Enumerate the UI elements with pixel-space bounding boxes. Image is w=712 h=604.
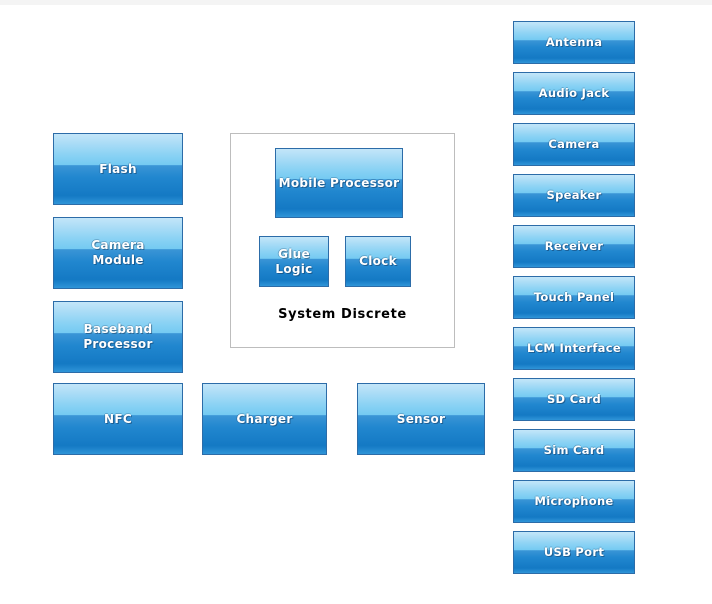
top-edge-strip [0, 0, 712, 5]
block-label: Clock [359, 254, 397, 268]
block-label: Camera Module [91, 238, 145, 267]
block-label: Mobile Processor [278, 175, 400, 190]
block-label: Speaker [546, 188, 602, 202]
block-label: LCM Interface [527, 341, 621, 355]
block-mobile-processor[interactable]: Mobile Processor [275, 148, 403, 218]
block-sensor[interactable]: Sensor [357, 383, 485, 455]
block-label: Baseband Processor [83, 322, 153, 351]
block-clock[interactable]: Clock [345, 236, 411, 287]
block-label: Receiver [544, 239, 604, 253]
block-label: Microphone [534, 494, 614, 508]
rail-block-antenna[interactable]: Antenna [513, 21, 635, 64]
block-flash[interactable]: Flash [53, 133, 183, 205]
rail-block-touch-panel[interactable]: Touch Panel [513, 276, 635, 319]
block-label: Glue Logic [275, 246, 313, 276]
system-discrete-title: System Discrete [278, 307, 407, 322]
block-label: Antenna [545, 35, 603, 49]
rail-block-speaker[interactable]: Speaker [513, 174, 635, 217]
block-label: Charger [236, 411, 293, 426]
block-nfc[interactable]: NFC [53, 383, 183, 455]
rail-block-usb-port[interactable]: USB Port [513, 531, 635, 574]
block-label: Camera [548, 137, 600, 151]
block-label: Flash [99, 161, 137, 176]
rail-block-receiver[interactable]: Receiver [513, 225, 635, 268]
block-label: Sim Card [543, 443, 605, 457]
rail-block-microphone[interactable]: Microphone [513, 480, 635, 523]
rail-block-sim-card[interactable]: Sim Card [513, 429, 635, 472]
block-label: Audio Jack [538, 86, 610, 100]
block-glue-logic[interactable]: Glue Logic [259, 236, 329, 287]
block-charger[interactable]: Charger [202, 383, 327, 455]
rail-block-sd-card[interactable]: SD Card [513, 378, 635, 421]
block-label: NFC [104, 411, 132, 426]
block-baseband-processor[interactable]: Baseband Processor [53, 301, 183, 373]
block-label: Sensor [396, 411, 446, 426]
rail-block-camera[interactable]: Camera [513, 123, 635, 166]
block-label: SD Card [546, 392, 602, 406]
block-label: Touch Panel [533, 290, 615, 304]
block-camera-module[interactable]: Camera Module [53, 217, 183, 289]
rail-block-audio-jack[interactable]: Audio Jack [513, 72, 635, 115]
block-label: USB Port [543, 545, 605, 559]
rail-block-lcm-interface[interactable]: LCM Interface [513, 327, 635, 370]
